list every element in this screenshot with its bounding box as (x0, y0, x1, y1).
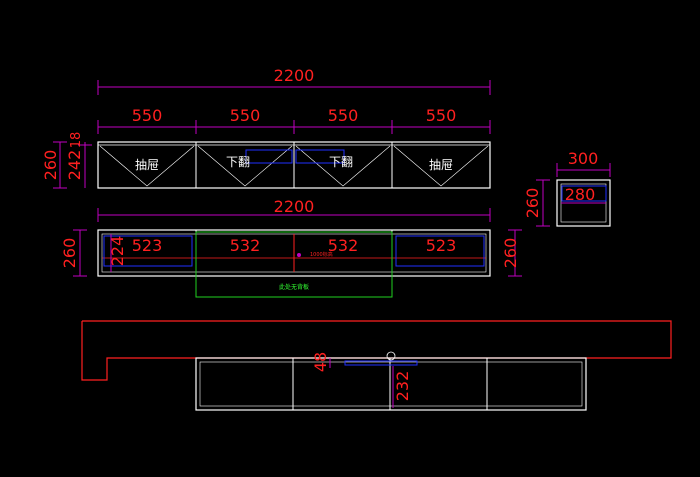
opening-diagonal (99, 145, 195, 187)
inner-panel (344, 360, 418, 366)
flip-label-1: 下翻 (226, 155, 250, 169)
drawer-label-1: 抽屉 (135, 158, 159, 172)
side-view: 300 280 260 (523, 149, 611, 227)
segment-width-2: 550 (230, 106, 261, 125)
front-inner-width-2: 532 (230, 236, 261, 255)
top-view: 2200 550 550 550 550 抽屉 下翻 下翻 抽屉 (41, 66, 491, 189)
inner-panel (295, 149, 345, 164)
segment-width-4: 550 (426, 106, 457, 125)
front-cabinet-outline (97, 229, 491, 277)
height-260: 260 (41, 150, 60, 181)
front-inner-width-1: 523 (132, 236, 163, 255)
inner-panel (561, 185, 607, 202)
front-height-260: 260 (60, 238, 79, 269)
opening-diagonal (295, 145, 391, 187)
overall-width-label: 2200 (274, 66, 315, 85)
front-height-224: 224 (108, 236, 127, 267)
counter-outline (81, 320, 672, 381)
front-overall-width-label: 2200 (274, 197, 315, 216)
small-annotation: 1000标高 (310, 251, 333, 258)
flip-label-2: 下翻 (329, 155, 353, 169)
opening-diagonal (197, 145, 293, 187)
height-242: 242 (65, 150, 84, 181)
front-right-height-label: 260 (501, 238, 520, 269)
bottom-cabinet-outline (195, 357, 587, 411)
side-inner-width-label: 280 (565, 185, 596, 204)
bottom-inner-outline (199, 361, 583, 407)
bottom-view: 48 232 (81, 320, 672, 411)
opening-diagonal (393, 145, 489, 187)
dim-48-label: 48 (311, 352, 330, 372)
side-height-label: 260 (523, 188, 542, 219)
hinge-circle (386, 351, 396, 361)
inner-panel (103, 235, 193, 267)
inner-panel (245, 149, 293, 164)
side-cabinet-outline (556, 179, 611, 227)
side-width-label: 300 (568, 149, 599, 168)
no-back-panel-note: 此处无背板 (279, 283, 309, 291)
segment-width-3: 550 (328, 106, 359, 125)
front-inner-width-4: 523 (426, 236, 457, 255)
height-18: 18 (69, 132, 84, 149)
segment-width-1: 550 (132, 106, 163, 125)
front-view: 2200 1000标高 523 532 532 523 此处无背板 260 22… (60, 197, 522, 298)
drawer-label-2: 抽屉 (429, 158, 453, 172)
inner-panel (395, 235, 485, 267)
dim-232-label: 232 (393, 371, 412, 402)
no-back-panel-zone (195, 231, 393, 298)
front-inner-width-3: 532 (328, 236, 359, 255)
marker-dot (297, 253, 301, 257)
